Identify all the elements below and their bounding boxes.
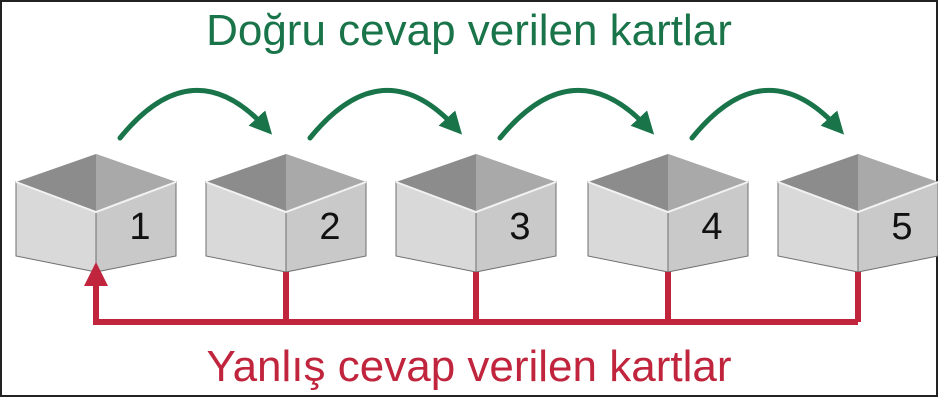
box-number-5: 5 <box>891 206 912 248</box>
wrong-cards-caption: Yanlış cevap verilen kartlar <box>206 342 732 391</box>
correct-arrow-3-to-4 <box>497 87 655 141</box>
leitner-box-4: 4 <box>587 154 749 273</box>
wrong-answer-connector <box>84 262 861 325</box>
boxes-group: 1 2 3 4 5 <box>15 154 938 273</box>
box-number-1: 1 <box>129 206 150 248</box>
wrong-return-arrowhead <box>84 262 108 286</box>
correct-cards-caption: Doğru cevap verilen kartlar <box>206 6 732 55</box>
box-number-4: 4 <box>701 206 722 248</box>
correct-arrow-1-to-2 <box>117 87 273 141</box>
leitner-box-2: 2 <box>205 154 367 273</box>
leitner-box-1: 1 <box>15 154 177 273</box>
leitner-box-3: 3 <box>395 154 557 273</box>
leitner-box-5: 5 <box>777 154 938 273</box>
correct-arrows-group <box>117 87 845 141</box>
box-number-3: 3 <box>509 206 530 248</box>
correct-arrow-4-to-5 <box>689 87 845 141</box>
box-number-2: 2 <box>319 206 340 248</box>
correct-arrow-2-to-3 <box>307 87 463 141</box>
